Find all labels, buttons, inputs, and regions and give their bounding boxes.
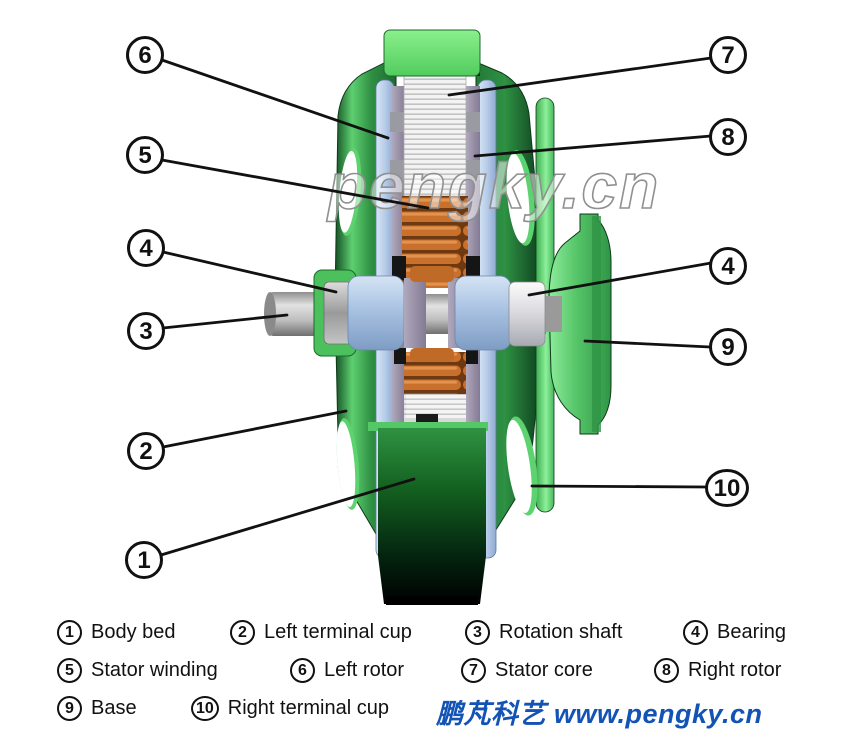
legend-num-6: 6 [290, 658, 315, 683]
legend-item-body-bed: 1 Body bed [57, 620, 176, 645]
leader-line-6 [160, 58, 390, 140]
legend-num-10: 10 [191, 696, 219, 721]
leader-line-3 [161, 313, 289, 330]
stator-bottom-notch [416, 414, 438, 424]
callout-balloons: 6 5 4 3 2 1 7 8 [125, 36, 749, 579]
body-bed-foot [386, 596, 478, 605]
winding-end-bottom [410, 348, 454, 362]
callout-3: 3 [127, 312, 165, 350]
callout-7: 7 [709, 36, 747, 74]
legend-item-left-rotor: 6 Left rotor [290, 658, 404, 683]
legend-num-9: 9 [57, 696, 82, 721]
legend-item-stator-winding: 5 Stator winding [57, 658, 218, 683]
callout-10: 10 [705, 469, 749, 507]
legend-num-5: 5 [57, 658, 82, 683]
casing-vent-holes [336, 148, 538, 516]
shaft-assembly [264, 266, 562, 362]
base-flange-shade [592, 216, 601, 432]
callout-4-right: 4 [709, 247, 747, 285]
leader-line-4-right [527, 261, 713, 297]
legend-item-bearing: 4 Bearing [683, 620, 786, 645]
left-hub [347, 275, 405, 351]
legend-item-rotation-shaft: 3 Rotation shaft [465, 620, 622, 645]
legend-num-7: 7 [461, 658, 486, 683]
svg-text:3: 3 [139, 318, 152, 345]
legend-num-2: 2 [230, 620, 255, 645]
machine [264, 29, 612, 605]
stator-corner-blocks [392, 256, 480, 364]
svg-text:5: 5 [138, 142, 151, 169]
top-cap [383, 29, 481, 77]
legend-item-left-terminal-cup: 2 Left terminal cup [230, 620, 412, 645]
legend-label-stator-core: Stator core [495, 659, 593, 681]
leader-line-5 [160, 158, 430, 210]
legend-item-right-terminal-cup: 10 Right terminal cup [191, 696, 389, 721]
right-hub [454, 275, 512, 351]
right-shaft-stub [542, 296, 562, 332]
leader-line-8 [473, 134, 713, 158]
svg-text:4: 4 [139, 235, 153, 262]
leader-line-7 [447, 56, 713, 97]
leader-line-4-left [161, 250, 338, 294]
legend-label-base: Base [91, 697, 137, 719]
legend-label-right-rotor: Right rotor [688, 659, 782, 681]
legend-label-right-terminal-cup: Right terminal cup [227, 697, 389, 719]
watermark-text: pengky.cn [326, 150, 660, 222]
leader-line-9 [583, 339, 712, 349]
legend-label-left-terminal-cup: Left terminal cup [264, 621, 412, 643]
right-bearing [508, 281, 546, 347]
svg-text:1: 1 [137, 547, 150, 574]
callout-9: 9 [709, 328, 747, 366]
legend-item-right-rotor: 8 Right rotor [654, 658, 781, 683]
svg-text:7: 7 [721, 42, 734, 69]
legend-item-base: 9 Base [57, 696, 137, 721]
legend-num-8: 8 [654, 658, 679, 683]
hub-disc-left [404, 278, 426, 348]
svg-text:8: 8 [721, 124, 734, 151]
svg-text:9: 9 [721, 334, 734, 361]
callout-2: 2 [127, 432, 165, 470]
site-branding: 鹏芃科艺 www.pengky.cn [436, 699, 763, 729]
legend-num-4: 4 [683, 620, 708, 645]
leader-line-1 [159, 477, 416, 557]
leader-line-2 [161, 409, 348, 449]
legend-label-bearing: Bearing [717, 621, 786, 643]
legend-num-3: 3 [465, 620, 490, 645]
callout-6: 6 [126, 36, 164, 74]
callout-4-left: 4 [127, 229, 165, 267]
legend-label-body-bed: Body bed [91, 621, 176, 643]
winding-end-top [410, 266, 454, 282]
leader-line-10 [530, 484, 710, 489]
liner-tabs [390, 112, 480, 180]
legend-label-rotation-shaft: Rotation shaft [499, 621, 623, 643]
svg-text:6: 6 [138, 42, 151, 69]
legend-label-stator-winding: Stator winding [91, 659, 218, 681]
legend-label-left-rotor: Left rotor [324, 659, 405, 681]
callout-5: 5 [126, 136, 164, 174]
legend-item-stator-core: 7 Stator core [461, 658, 593, 683]
svg-text:2: 2 [139, 438, 152, 465]
shaft-end-cap [264, 292, 276, 336]
legend-num-1: 1 [57, 620, 82, 645]
callout-1: 1 [125, 541, 163, 579]
leader-lines [159, 56, 713, 557]
svg-text:4: 4 [721, 253, 735, 280]
body-bed-top-strip [368, 422, 488, 431]
svg-text:10: 10 [714, 475, 741, 502]
callout-8: 8 [709, 118, 747, 156]
body-bed [378, 428, 486, 604]
